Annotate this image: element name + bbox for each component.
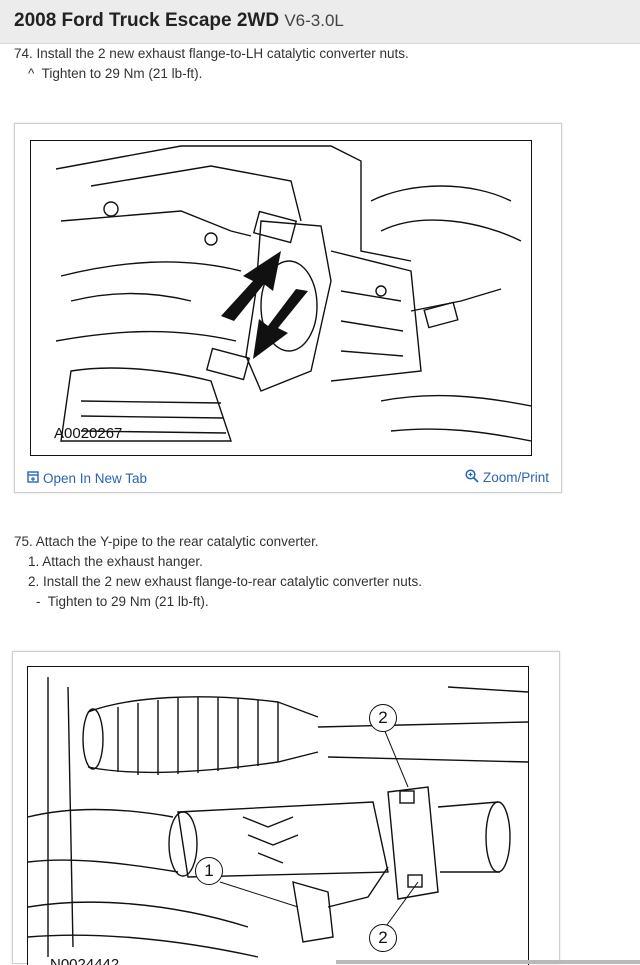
step-75-sub-2: 2. Install the 2 new exhaust flange-to-r… bbox=[28, 574, 422, 589]
horizontal-scrollbar[interactable] bbox=[336, 960, 640, 964]
callout-2-top: 2 bbox=[369, 704, 397, 732]
engine-label: V6-3.0L bbox=[284, 11, 344, 30]
note-marker: - bbox=[36, 594, 41, 609]
page-header: 2008 Ford Truck Escape 2WD V6-3.0L bbox=[0, 0, 640, 44]
callout-1: 1 bbox=[195, 857, 223, 885]
page-title: 2008 Ford Truck Escape 2WD V6-3.0L bbox=[14, 10, 344, 32]
step-75-text: 75. Attach the Y-pipe to the rear cataly… bbox=[14, 534, 319, 549]
y-pipe-illustration bbox=[28, 677, 528, 958]
step-74-note: ^ Tighten to 29 Nm (21 lb-ft). bbox=[28, 64, 202, 84]
figure-2-code: N0024442 bbox=[50, 956, 120, 965]
figure-1-drawing[interactable]: A0020267 bbox=[30, 140, 532, 456]
figure-1-code: A0020267 bbox=[54, 425, 123, 442]
torque-spec: Tighten to 29 Nm (21 lb-ft). bbox=[41, 66, 203, 81]
exhaust-flange-illustration bbox=[55, 145, 531, 442]
zoom-print-link[interactable]: Zoom/Print bbox=[465, 469, 549, 486]
zoom-icon bbox=[465, 469, 479, 486]
open-tab-icon bbox=[27, 471, 39, 486]
vehicle-title: 2008 Ford Truck Escape 2WD bbox=[14, 10, 280, 31]
figure-2-drawing[interactable]: 2 1 2 N0024442 bbox=[27, 666, 529, 965]
step-74-text: 74. Install the 2 new exhaust flange-to-… bbox=[14, 46, 409, 61]
open-in-new-tab-label: Open In New Tab bbox=[43, 471, 148, 486]
step-75-sub-1: 1. Attach the exhaust hanger. bbox=[28, 554, 203, 569]
figure-2-container: 2 1 2 N0024442 bbox=[12, 651, 560, 965]
open-in-new-tab-link[interactable]: Open In New Tab bbox=[27, 471, 147, 486]
zoom-print-label: Zoom/Print bbox=[483, 470, 550, 485]
callout-2-bottom: 2 bbox=[369, 924, 397, 952]
torque-spec: Tighten to 29 Nm (21 lb-ft). bbox=[47, 594, 209, 609]
step-75-note: - Tighten to 29 Nm (21 lb-ft). bbox=[36, 592, 209, 612]
note-marker: ^ bbox=[28, 66, 35, 81]
figure-1-container: A0020267 Open In New Tab Zoom/Print bbox=[14, 123, 562, 493]
